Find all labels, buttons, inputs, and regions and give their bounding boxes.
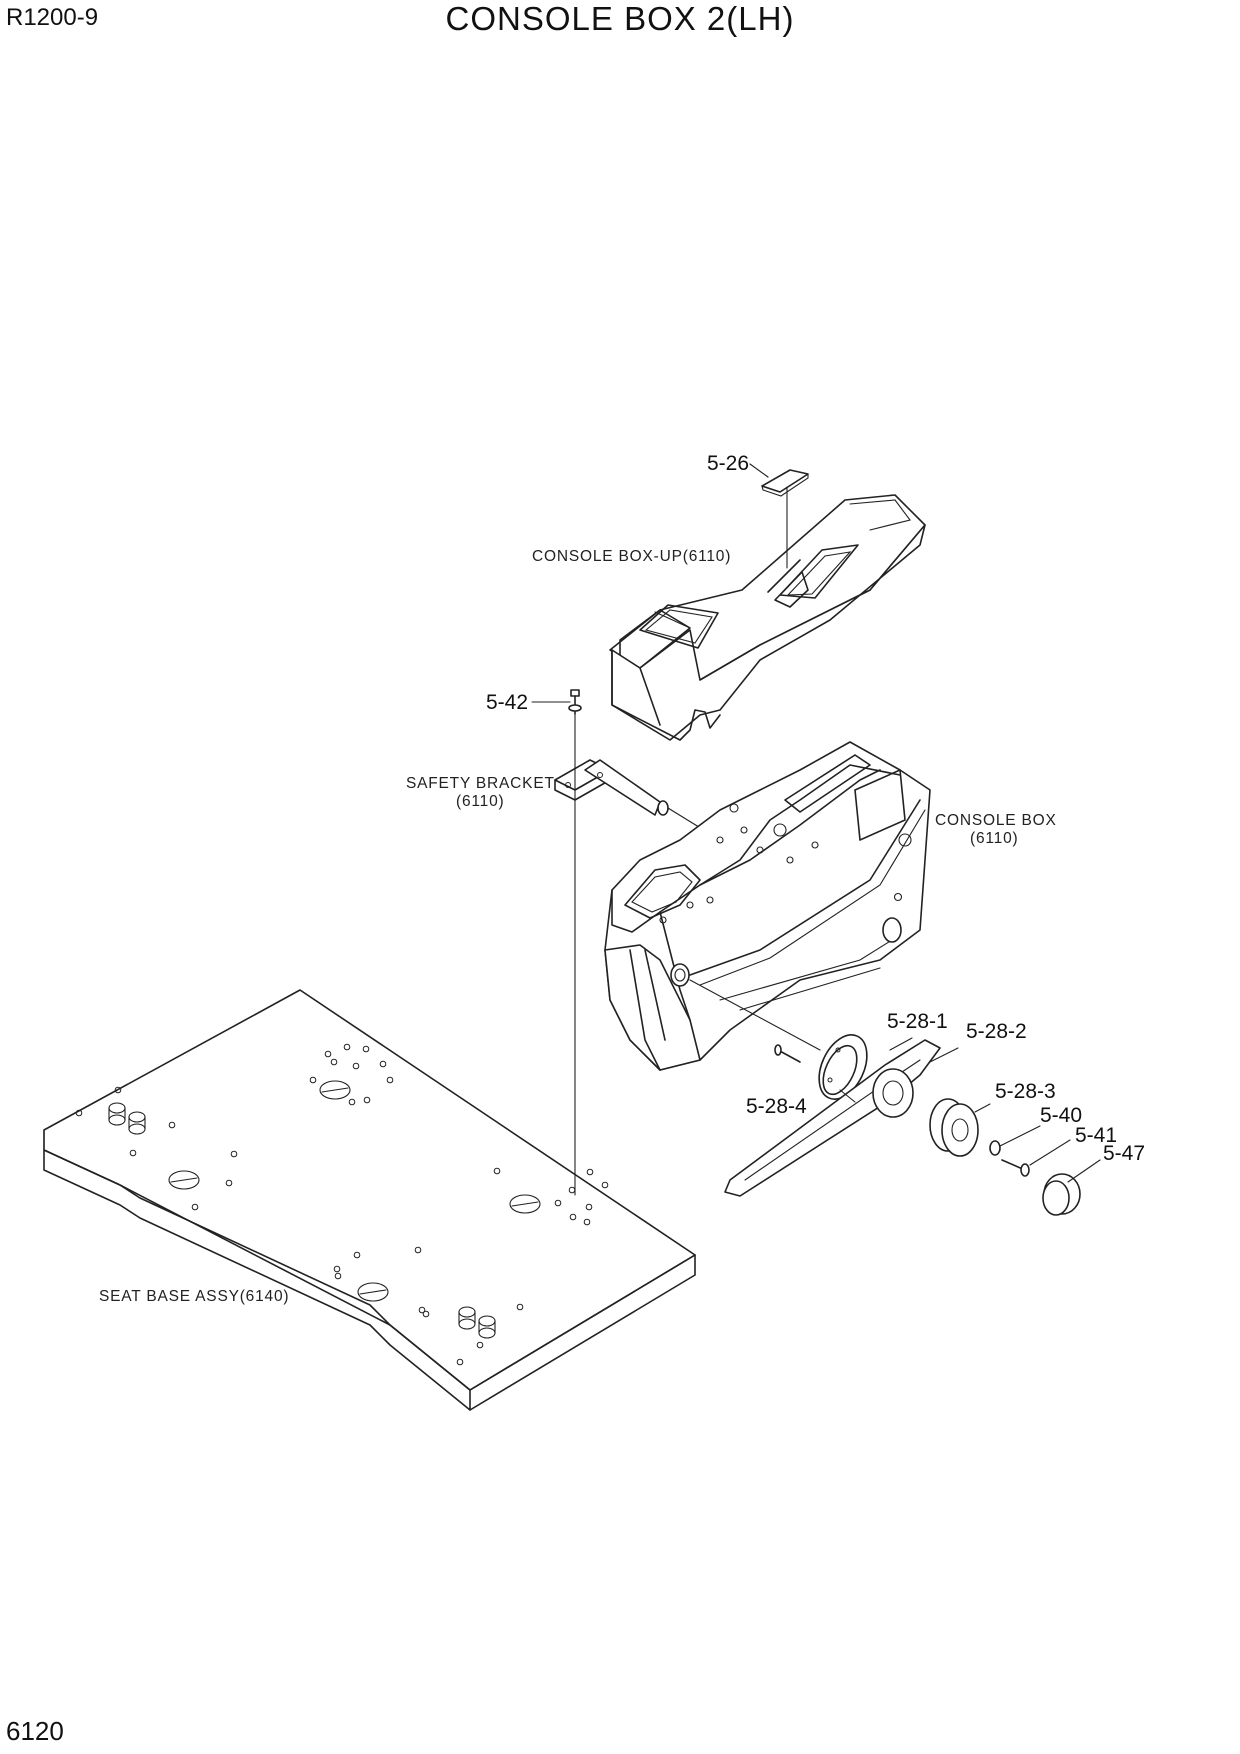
label-safety-bracket-ref: (6110) xyxy=(456,793,504,810)
part-5-28-1 xyxy=(818,1034,868,1100)
label-console-box-up: CONSOLE BOX-UP(6110) xyxy=(532,548,731,565)
part-5-28-3-knob xyxy=(929,1098,979,1157)
part-5-41-bolt xyxy=(1001,1159,1030,1177)
part-5-28-2-lever xyxy=(724,1039,941,1197)
part-5-26-pad xyxy=(761,469,809,493)
callout-5-40: 5-40 xyxy=(1040,1104,1082,1127)
callout-5-28-2: 5-28-2 xyxy=(966,1020,1027,1043)
page-number: 6120 xyxy=(6,1716,64,1746)
seat-base-assembly xyxy=(43,989,696,1411)
part-5-42-bolt xyxy=(568,689,582,1196)
callout-5-41: 5-41 xyxy=(1075,1124,1117,1147)
callout-5-47: 5-47 xyxy=(1103,1142,1145,1165)
part-5-28-4-screw xyxy=(774,1044,801,1063)
part-5-40-washer xyxy=(989,1140,1001,1156)
label-console-box: CONSOLE BOX xyxy=(935,812,1057,829)
console-box-up-cover xyxy=(609,494,926,741)
leader-lines xyxy=(531,701,1101,1183)
callout-5-28-4: 5-28-4 xyxy=(746,1095,807,1118)
part-5-47-cap xyxy=(1042,1173,1081,1216)
console-box xyxy=(604,741,931,1071)
callout-5-28-3: 5-28-3 xyxy=(995,1080,1056,1103)
page-title: CONSOLE BOX 2(LH) xyxy=(445,0,795,37)
model-number: R1200-9 xyxy=(6,4,99,31)
callout-5-26: 5-26 xyxy=(707,452,749,475)
callout-5-42: 5-42 xyxy=(486,691,528,714)
label-console-box-ref: (6110) xyxy=(970,830,1018,847)
label-safety-bracket: SAFETY BRACKET xyxy=(406,775,555,792)
callout-5-28-1: 5-28-1 xyxy=(887,1010,948,1033)
label-seat-base: SEAT BASE ASSY(6140) xyxy=(99,1288,289,1305)
